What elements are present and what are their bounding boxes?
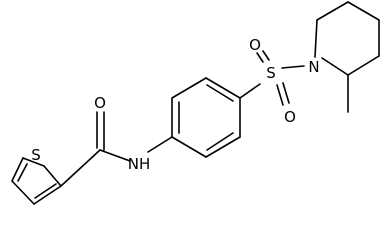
bond-sulfur-oxygen-bottom-2 (282, 82, 290, 104)
bond-c5-c6-piperidine (316, 1, 349, 21)
bond-c5-c1-thiophene (33, 185, 62, 205)
bond-sulfur-oxygen-top-1 (256, 52, 264, 63)
bond-thiophene-carbonyl (60, 149, 101, 187)
bond-c5-c1-inner-double (34, 183, 57, 199)
sulfonyl-group (239, 50, 305, 106)
bond-c4-c5-thiophene (11, 180, 35, 205)
atom-label-amide-oxygen: O (94, 94, 106, 112)
bond-benzene-5-6 (205, 136, 241, 158)
bond-c3-c4-inner-double (17, 163, 28, 182)
amide-linker (60, 111, 173, 187)
bond-benzene-2-3 (171, 77, 207, 99)
bond-c4-c5-piperidine (347, 1, 380, 21)
atom-label-thiophene-sulfur: S (31, 146, 41, 164)
atom-labels: S O NH S O O N (31, 36, 319, 173)
molecule-structure: S O NH S O O N (11, 1, 380, 205)
atom-label-piperidine-nitrogen: N (308, 58, 319, 76)
atom-label-sulfonyl-sulfur: S (266, 64, 276, 82)
bond-nitrogen-c2-piperidine (321, 57, 349, 76)
bond-c6-nitrogen-piperidine (314, 19, 318, 58)
bond-benzene-inner-double-b (206, 84, 234, 102)
benzene-ring (171, 77, 241, 158)
bond-benzene-6-1 (171, 136, 207, 158)
bond-c3-c4-thiophene (11, 157, 24, 182)
bond-sulfur-nitrogen (281, 65, 305, 69)
atom-label-sulfonyl-oxygen-top: O (249, 36, 261, 54)
bond-benzene-sulfur (239, 83, 261, 99)
atom-label-sulfonyl-oxygen-bottom: O (284, 108, 296, 126)
bond-sulfur-oxygen-top-2 (262, 50, 270, 61)
bond-benzene-3-4 (205, 77, 241, 99)
thiophene-ring (11, 157, 62, 205)
bond-c2-c3-piperidine (347, 55, 380, 76)
bond-sulfur-oxygen-bottom-1 (276, 84, 284, 106)
bond-c2-c3-thiophene (22, 157, 45, 167)
bond-benzene-inner-double-c (206, 132, 234, 151)
bond-nitrogen-phenyl (147, 136, 173, 153)
piperidine-ring (314, 1, 380, 113)
bond-c1-s-thiophene (43, 165, 62, 187)
bond-carbonyl-nitrogen (99, 149, 131, 162)
molecule-canvas: S O NH S O O N (11, 1, 380, 205)
atom-label-amide-nitrogen: NH (128, 155, 151, 173)
